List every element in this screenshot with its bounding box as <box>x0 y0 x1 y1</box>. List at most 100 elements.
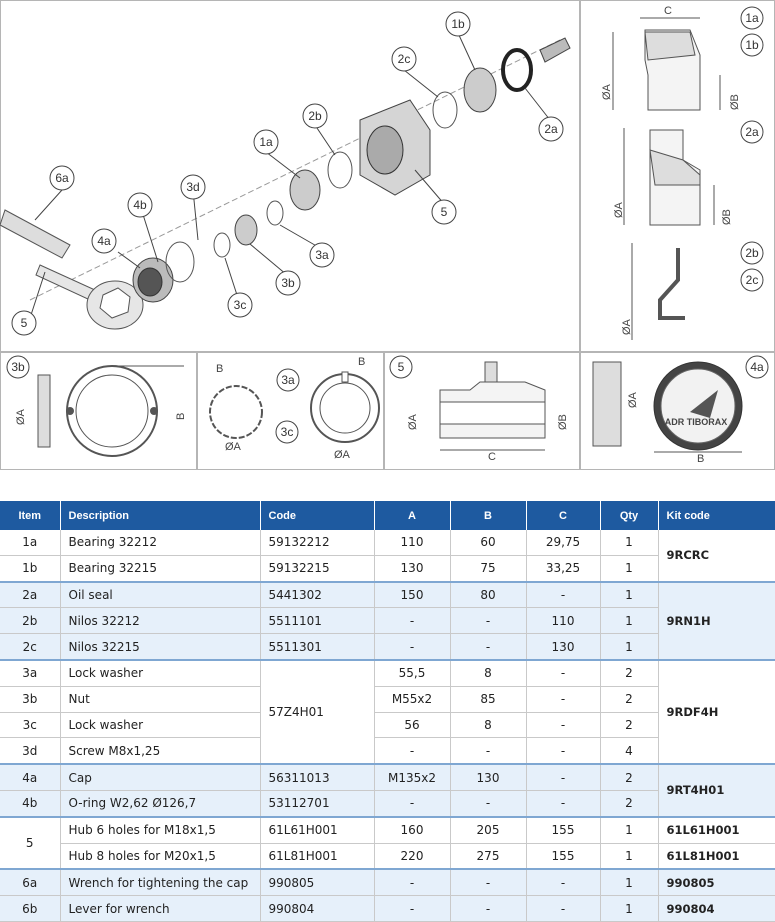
cell-description: Lock washer <box>60 712 261 739</box>
cell-description: Cap <box>60 763 261 791</box>
svg-text:ØA: ØA <box>621 318 633 335</box>
callout-2a-right: 2a <box>740 120 764 144</box>
cell-c: - <box>526 580 601 609</box>
header-description: Description <box>60 501 261 530</box>
svg-text:ØA: ØA <box>627 391 639 408</box>
table-row: Hub 8 holes for M20x1,5 61L81H001 220 27… <box>0 843 775 870</box>
hub-5-detail: ØA ØB C <box>407 361 569 463</box>
cell-code: 61L61H001 <box>260 815 375 844</box>
cell-c: 155 <box>526 815 601 844</box>
callout-3b-detail: 3b <box>6 355 30 379</box>
cell-code: 5441302 <box>260 580 375 609</box>
cell-description: Screw M8x1,25 <box>60 737 261 765</box>
cell-description: Hub 8 holes for M20x1,5 <box>60 843 261 870</box>
cell-c: 110 <box>526 607 601 635</box>
callout-5-detail: 5 <box>389 355 413 379</box>
header-qty: Qty <box>600 501 659 530</box>
oil-seal-2a-drawing <box>501 48 533 92</box>
cell-item: 6b <box>0 895 61 922</box>
cell-description: Nilos 32212 <box>60 607 261 635</box>
cell-c: - <box>526 790 601 818</box>
svg-text:C: C <box>488 451 496 463</box>
cell-a: M55x2 <box>374 686 451 713</box>
svg-text:ØA: ØA <box>15 408 27 425</box>
callout-4b: 4b <box>127 192 153 218</box>
cell-item: 1a <box>0 530 61 556</box>
svg-text:2a: 2a <box>745 125 759 139</box>
svg-text:ØB: ØB <box>729 94 741 110</box>
hub-5-drawing <box>359 99 431 196</box>
callout-6b: 6a <box>49 165 75 191</box>
cell-a: 56 <box>374 712 451 739</box>
callout-1b: 1b <box>445 11 471 37</box>
nilos-section-detail: ØA <box>621 243 685 340</box>
cell-qty: 1 <box>600 843 659 870</box>
svg-text:2b: 2b <box>745 246 759 260</box>
cell-c: - <box>526 737 601 765</box>
svg-text:ØA: ØA <box>613 201 625 218</box>
svg-text:3a: 3a <box>281 373 295 387</box>
svg-text:2b: 2b <box>308 109 322 123</box>
cap-logo-text: ADR TIBORAX <box>665 417 728 427</box>
cell-description: Bearing 32212 <box>60 530 261 556</box>
callout-5: 5 <box>431 199 457 225</box>
cell-b: 60 <box>450 530 527 556</box>
svg-text:1b: 1b <box>451 17 465 31</box>
svg-text:B: B <box>358 356 365 368</box>
callout-2c: 2c <box>391 46 417 72</box>
cell-a: 110 <box>374 530 451 556</box>
lock-washer-3c-drawing <box>213 232 231 258</box>
cell-code: 5511101 <box>260 607 375 635</box>
cell-qty: 1 <box>600 580 659 609</box>
svg-text:3c: 3c <box>234 298 247 312</box>
cell-item: 3c <box>0 712 61 739</box>
cell-item: 4b <box>0 790 61 818</box>
cell-c: - <box>526 712 601 739</box>
cell-item: 5 <box>0 815 61 870</box>
callout-3d: 3d <box>180 174 206 200</box>
callout-4a: 4a <box>91 228 117 254</box>
svg-text:1a: 1a <box>745 11 759 25</box>
lock-washer-3c-detail: B ØA <box>209 363 263 453</box>
svg-text:ØA: ØA <box>225 441 242 453</box>
cell-code: 990805 <box>260 868 375 897</box>
cell-c: 29,75 <box>526 530 601 556</box>
table-header-row: Item Description Code A B C Qty Kit code <box>0 501 775 530</box>
cell-description: Lever for wrench <box>60 895 261 922</box>
svg-text:3a: 3a <box>315 248 329 262</box>
svg-text:B: B <box>216 363 223 375</box>
callout-3a: 3a <box>309 242 335 268</box>
svg-text:ØB: ØB <box>557 414 569 430</box>
cell-b: 275 <box>450 843 527 870</box>
wrench-6a-drawing <box>35 264 144 330</box>
cell-item: 1b <box>0 555 61 583</box>
cell-qty: 1 <box>600 895 659 922</box>
cell-kit-code: 990805 <box>658 868 775 897</box>
svg-text:5: 5 <box>21 316 28 330</box>
cell-a: 55,5 <box>374 658 451 687</box>
table-row: 2a Oil seal 5441302 150 80 - 1 9RN1H <box>0 580 775 661</box>
table-row: 4a Cap 56311013 M135x2 130 - 2 9RT4H01 <box>0 763 775 818</box>
svg-text:2c: 2c <box>746 273 759 287</box>
header-code: Code <box>260 501 375 530</box>
cell-item: 2c <box>0 633 61 661</box>
svg-text:5: 5 <box>398 360 405 374</box>
svg-text:B: B <box>175 413 187 420</box>
callout-3c: 3c <box>227 292 253 318</box>
cell-qty: 1 <box>600 555 659 583</box>
svg-text:ØA: ØA <box>601 83 613 100</box>
svg-text:5: 5 <box>441 205 448 219</box>
cell-description: Wrench for tightening the cap <box>60 868 261 897</box>
cell-description: Oil seal <box>60 580 261 609</box>
cell-b: 8 <box>450 658 527 687</box>
cell-b: - <box>450 895 527 922</box>
nut-3b-drawing <box>234 214 258 246</box>
cell-b: 75 <box>450 555 527 583</box>
table-row: 3b Nut M55x2 85 - 2 <box>0 686 775 713</box>
cell-description: Lock washer <box>60 658 261 687</box>
diagram-drawing: 6a 4b 3d 4a 5 3c 3b 3a 1a 2b 5 2c 1b 2a … <box>0 5 769 465</box>
header-b: B <box>450 501 527 530</box>
svg-text:C: C <box>664 5 672 17</box>
cell-a: M135x2 <box>374 763 451 791</box>
cell-item: 3b <box>0 686 61 713</box>
